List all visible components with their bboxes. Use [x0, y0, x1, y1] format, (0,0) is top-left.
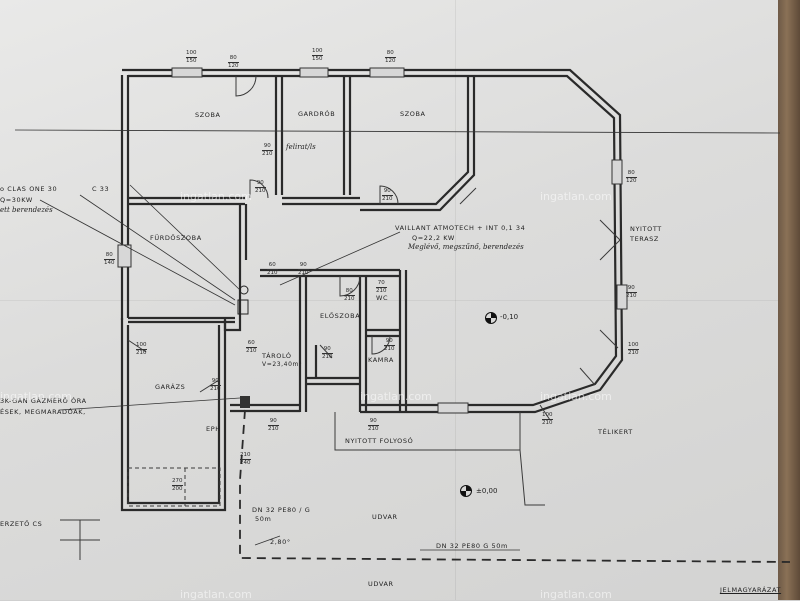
- watermark: ingatlan.com: [180, 588, 252, 601]
- room-label-garazs: GARÁZS: [155, 383, 186, 391]
- interior-walls: [128, 76, 476, 413]
- room-label-eloszoba: ELŐSZOBA: [320, 312, 361, 320]
- watermark: ingatlan.com: [180, 190, 252, 203]
- note-dn2: DN 32 PE80 G 50m: [436, 542, 508, 550]
- room-label-furdoszoba: FÜRDŐSZOBA: [150, 234, 202, 242]
- paper-fold-vertical: [455, 0, 456, 600]
- annotation-leaders: [14, 129, 781, 551]
- legend-title: JELMAGYARÁZAT: [720, 586, 782, 594]
- note-left-boiler-3: ett berendezés: [0, 206, 53, 214]
- wooden-table-edge: [778, 0, 800, 600]
- room-label-wc: WC: [376, 294, 389, 302]
- watermark: ingatlan.com: [0, 390, 72, 403]
- note-angle: 2,80°: [270, 538, 291, 546]
- note-c33: C 33: [92, 185, 110, 193]
- level-text-inner: -0,10: [500, 313, 519, 321]
- room-label-udvar-1: UDVAR: [372, 513, 398, 521]
- room-label-gardrob: GARDRÓB: [298, 110, 336, 118]
- note-boiler-line2: Q=22,2 KW: [412, 234, 455, 242]
- room-label-szoba-1: SZOBA: [195, 111, 221, 119]
- note-left-boiler-2: Q=30KW: [0, 196, 33, 204]
- note-dn1-line1: DN 32 PE80 / G: [252, 506, 311, 514]
- garage-details: [60, 467, 221, 560]
- room-label-szoba-2: SZOBA: [400, 110, 426, 118]
- door-swings: [127, 75, 621, 421]
- note-left-mid-2: ÉSEK, MEGMARADÓAK,: [0, 408, 86, 416]
- note-eph: EPH: [206, 425, 221, 433]
- meter-symbols: [237, 285, 250, 408]
- watermark: ingatlan.com: [540, 390, 612, 403]
- tarolo-volume: V=23,40m³: [262, 361, 302, 368]
- note-left-boiler-1: o CLAS ONE 30: [0, 185, 58, 193]
- note-dn1-line2: 50m: [255, 515, 272, 523]
- note-boiler-line1: VAILLANT ATMOTECH + INT 0,1 34: [395, 224, 526, 232]
- watermark: ingatlan.com: [540, 588, 612, 601]
- room-label-telikert: TÉLIKERT: [598, 428, 633, 436]
- room-label-tarolo: TÁROLÓ: [262, 352, 292, 360]
- note-left-bottom: ERZETŐ CS: [0, 520, 43, 528]
- windows: [117, 67, 628, 414]
- watermark: ingatlan.com: [360, 390, 432, 403]
- room-label-kamra: KAMRA: [368, 356, 394, 364]
- level-text-yard: ±0,00: [476, 487, 498, 495]
- note-left-mid-1: 3K-GAN GÁZMÉRŐ ÓRA: [0, 397, 87, 405]
- gas-line: [239, 409, 791, 563]
- watermark: ingatlan.com: [540, 190, 612, 203]
- note-feliratos: felirat/ls: [286, 143, 316, 151]
- note-boiler-handwritten: Meglévő, megszűnő, berendezés: [408, 243, 524, 251]
- room-label-nyitott-folyoso: NYITOTT FOLYOSÓ: [345, 437, 414, 445]
- room-label-nyitott-terasz: NYITOTT TERASZ: [630, 225, 662, 243]
- room-label-udvar-2: UDVAR: [368, 580, 394, 588]
- level-marker-icon: [485, 312, 497, 324]
- level-marker-icon: [460, 485, 472, 497]
